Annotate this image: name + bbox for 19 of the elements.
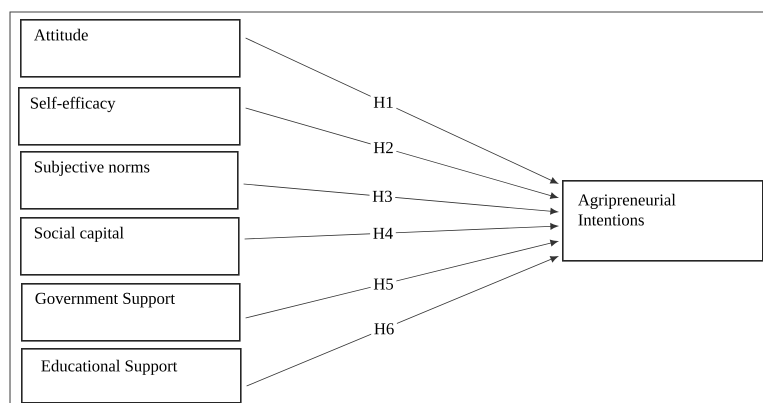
- factor-box: Self-efficacy: [18, 87, 241, 146]
- arrow: [245, 108, 558, 199]
- edge-label: H1: [370, 94, 396, 110]
- arrow: [245, 38, 558, 184]
- factor-box: Educational Support: [21, 348, 242, 403]
- factor-box: Attitude: [20, 19, 241, 78]
- arrow: [245, 240, 558, 318]
- factor-box: Subjective norms: [20, 151, 239, 210]
- arrow: [243, 184, 558, 215]
- edge-label: H5: [370, 276, 396, 292]
- target-box: Agripreneurial Intentions: [562, 180, 763, 262]
- edge-label: H6: [371, 320, 397, 338]
- arrow: [246, 256, 558, 386]
- factor-box: Government Support: [21, 283, 241, 342]
- arrow: [244, 223, 558, 240]
- edge-label: H2: [370, 139, 396, 156]
- edge-label: H4: [370, 225, 396, 242]
- factor-box: Social capital: [20, 217, 240, 276]
- edge-label: H3: [370, 188, 396, 205]
